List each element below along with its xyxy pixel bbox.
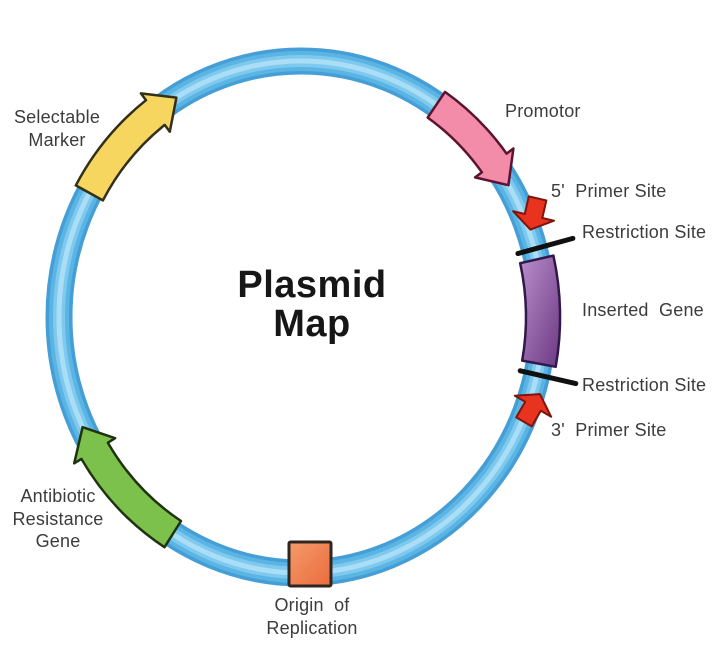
label-three-prime-primer-site: 3' Primer Site bbox=[551, 419, 666, 442]
label-three-prime-primer-site-line: 3' Primer Site bbox=[551, 420, 667, 440]
label-antibiotic-resistance-gene-line: Antibiotic bbox=[20, 486, 96, 506]
label-inserted-gene-line: Inserted Gene bbox=[582, 300, 704, 320]
label-antibiotic-resistance-gene-line: Gene bbox=[35, 531, 81, 552]
five-prime-primer-arrow bbox=[512, 195, 556, 231]
label-selectable-marker-line: Selectable bbox=[13, 107, 101, 127]
label-origin-of-replication-line: Replication bbox=[266, 617, 358, 638]
label-five-prime-primer-site: 5' Primer Site bbox=[551, 180, 666, 203]
restriction-site-2-tick bbox=[517, 368, 579, 387]
restriction-site-1-tick bbox=[515, 235, 576, 257]
label-inserted-gene: Inserted Gene bbox=[582, 299, 704, 322]
label-restriction-site-1-line: Restriction Site bbox=[582, 222, 707, 242]
label-five-prime-primer-site-line: 5' Primer Site bbox=[551, 181, 667, 201]
label-selectable-marker-line: Marker bbox=[28, 129, 86, 150]
label-promotor: Promotor bbox=[505, 100, 581, 123]
label-restriction-site-2-line: Restriction Site bbox=[582, 375, 707, 395]
label-origin-of-replication-line: Origin of bbox=[274, 595, 350, 615]
label-antibiotic-resistance-gene-line: Resistance bbox=[12, 508, 104, 529]
label-promotor-line: Promotor bbox=[505, 101, 581, 121]
label-restriction-site-2: Restriction Site bbox=[582, 374, 706, 397]
promotor-arrow bbox=[426, 90, 515, 187]
label-restriction-site-1: Restriction Site bbox=[582, 221, 706, 244]
antibiotic-resistance-arrow bbox=[72, 425, 183, 549]
inserted-gene-segment bbox=[518, 254, 562, 369]
origin-of-replication-square bbox=[287, 540, 333, 588]
diagram-title-line: Map bbox=[273, 302, 351, 345]
three-prime-primer-arrow bbox=[513, 393, 553, 428]
diagram-title-line: Plasmid bbox=[237, 264, 387, 306]
selectable-marker-arrow bbox=[74, 92, 178, 202]
